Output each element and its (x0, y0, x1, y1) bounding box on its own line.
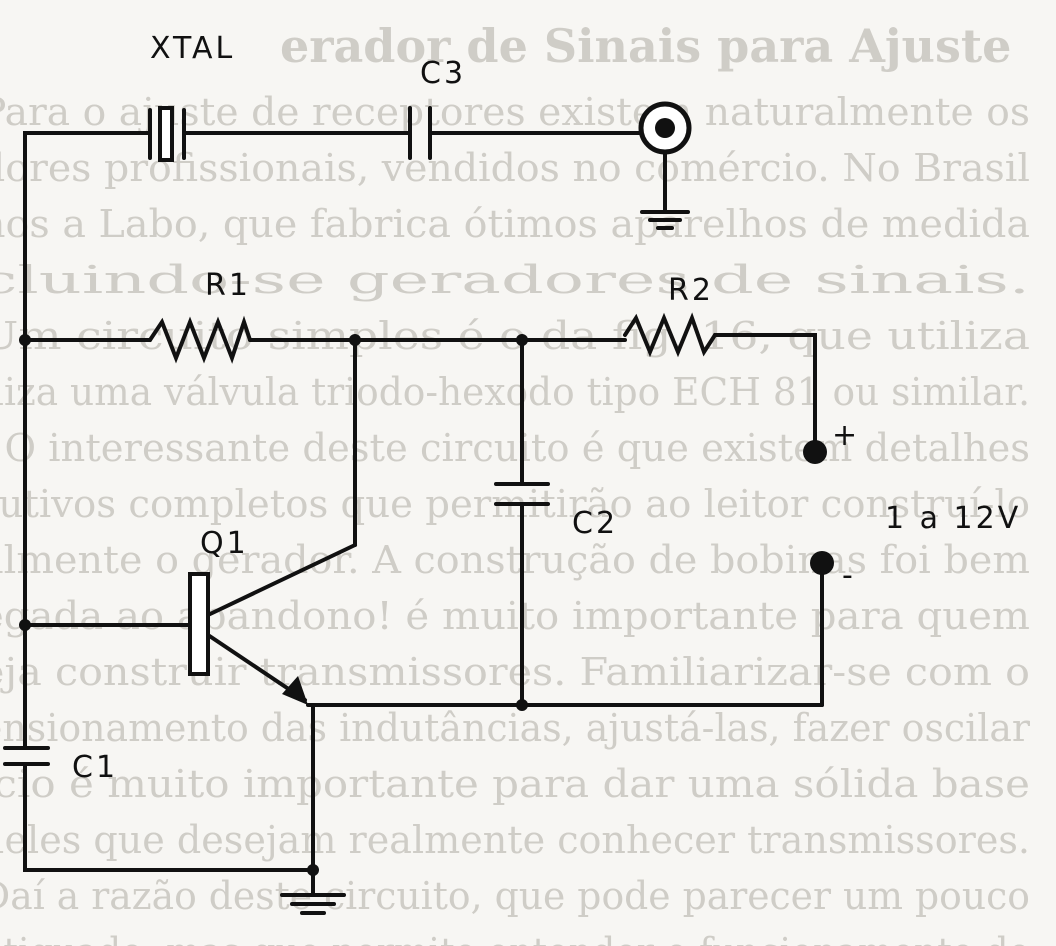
label-supply: 1 a 12V (885, 501, 1021, 536)
background-text-line: iliza uma válvula triodo-hexodo tipo ECH… (0, 370, 1030, 414)
junction-dot (19, 619, 31, 631)
positive-terminal (803, 440, 827, 464)
background-text-line: egada ao abandono! é muito importante pa… (0, 594, 1030, 638)
background-text-line: . O interessante deste circuito é que ex… (0, 426, 1030, 470)
background-text-line: almente o gerador. A construção de bobin… (0, 538, 1030, 582)
ground-icon-bottom (280, 893, 346, 915)
background-text-line: dores profissionais, vendidos no comérci… (0, 146, 1030, 190)
label-c1: C1 (72, 750, 118, 785)
junction-dots (19, 334, 528, 876)
background-lines: Para o ajuste de receptores existem natu… (0, 90, 1031, 946)
r1-resistor (148, 315, 252, 364)
junction-dot (516, 699, 528, 711)
ground-icon (640, 210, 690, 230)
background-text-line: ntiquado, mas que permite entender o fun… (0, 930, 1030, 946)
label-c3: C3 (420, 56, 466, 91)
c2-capacitor (494, 482, 550, 506)
junction-dot (516, 334, 528, 346)
junction-dot (349, 334, 361, 346)
background-text-line: ício é muito importante para dar uma sól… (0, 762, 1030, 806)
wire-c1-ground (23, 762, 315, 872)
background-text-line: cluindo-se geradores de sinais. (0, 258, 1030, 302)
label-r1: R1 (205, 268, 251, 303)
background-text-line: ueles que desejam realmente conhecer tra… (0, 818, 1030, 862)
output-jack-icon (638, 101, 692, 155)
junction-dot (19, 334, 31, 346)
label-plus: + (832, 418, 860, 453)
r2-resistor (623, 312, 717, 358)
c3-capacitor (408, 106, 432, 160)
emitter-arrow-icon (282, 676, 308, 705)
background-title: erador de Sinais para Ajuste (280, 19, 1011, 73)
background-text-line: eja construir transmissores. Familiariza… (0, 650, 1030, 694)
wire-left-top (23, 131, 152, 342)
background-text-line: Daí a razão deste circuito, que pode par… (0, 874, 1030, 918)
label-c2: C2 (572, 506, 618, 541)
transistor-base-bar (188, 572, 210, 676)
label-minus: - (842, 558, 856, 593)
transistor-collector (206, 543, 357, 617)
xtal-symbol (148, 106, 186, 162)
background-text: erador de Sinais para Ajuste Para o ajus… (0, 19, 1031, 946)
background-text-line: nos a Labo, que fabrica ótimos aparelhos… (0, 202, 1030, 246)
junction-dot (307, 864, 319, 876)
wires (23, 131, 824, 897)
label-r2: R2 (668, 273, 714, 308)
label-q1: Q1 (200, 526, 249, 561)
wire-r2-plus (713, 333, 817, 454)
background-text-line: Para o ajuste de receptores existem natu… (0, 90, 1030, 134)
label-xtal: XTAL (150, 31, 235, 66)
c1-capacitor (3, 746, 50, 766)
negative-terminal (810, 551, 834, 575)
background-text-line: ensionamento das indutâncias, ajustá-las… (0, 706, 1031, 750)
